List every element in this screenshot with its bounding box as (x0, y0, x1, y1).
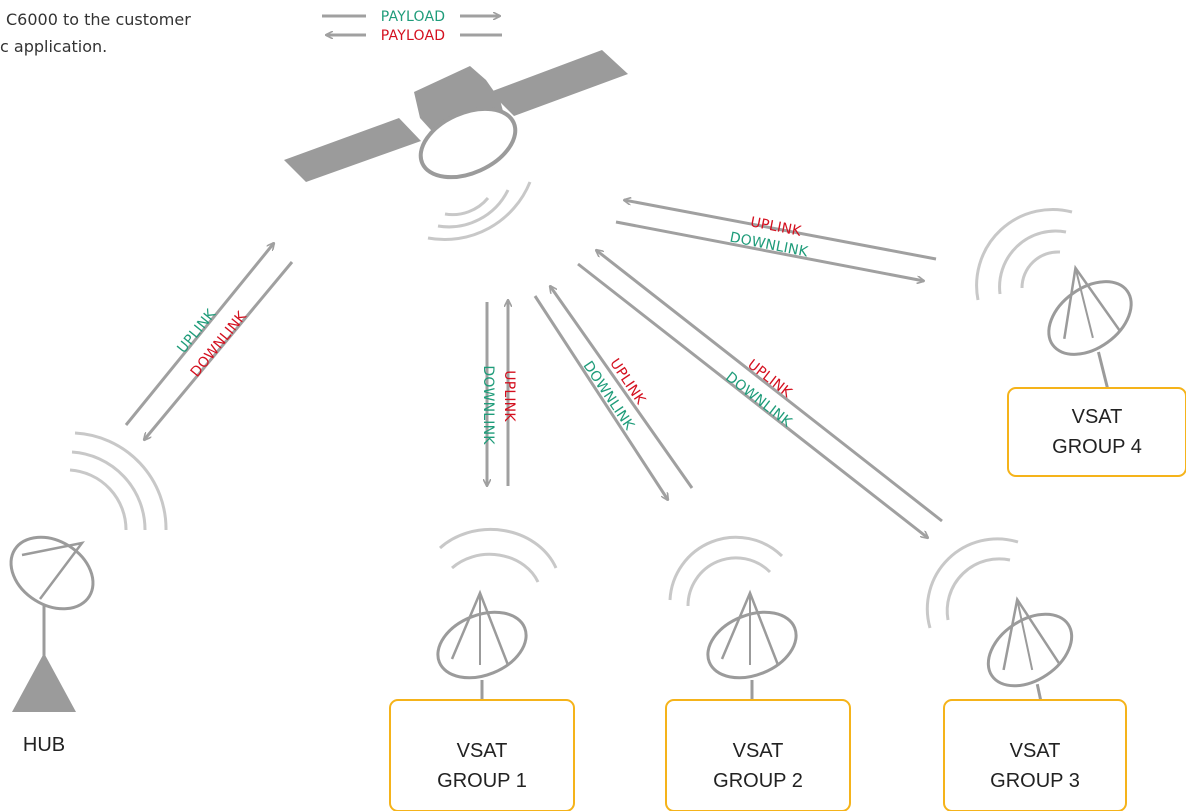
group2-box (665, 699, 851, 811)
hub-dish-icon (9, 535, 95, 673)
group4-box (1007, 387, 1186, 477)
vsat-group-1: VSAT GROUP 1 (389, 527, 575, 811)
group2-line1: VSAT (733, 740, 784, 762)
group1-downlink-label: DOWNLINK (480, 365, 496, 445)
group3-box (943, 699, 1127, 811)
group1-line2: GROUP 1 (437, 770, 527, 792)
group1-line1: VSAT (457, 740, 508, 762)
group1-uplink-label: UPLINK (501, 370, 517, 422)
group3-line1: VSAT (1010, 740, 1061, 762)
intro-line-1: C6000 to the customer (6, 10, 191, 29)
vsat-group-4: VSAT GROUP 4 (975, 207, 1186, 477)
payload-legend: PAYLOAD PAYLOAD (322, 9, 502, 44)
group4-link: UPLINK DOWNLINK (615, 200, 937, 281)
satellite-icon (284, 50, 628, 242)
payload-return-label: PAYLOAD (381, 28, 445, 44)
group1-link: DOWNLINK UPLINK (480, 300, 517, 486)
hub-station: HUB (9, 431, 168, 756)
group3-line2: GROUP 3 (990, 770, 1080, 792)
group4-line1: VSAT (1072, 406, 1123, 428)
intro-text: C6000 to the customer c application. (0, 6, 270, 60)
intro-line-2: c application. (0, 37, 108, 56)
vsat-group-2: VSAT GROUP 2 (665, 535, 851, 811)
group4-line2: GROUP 4 (1052, 436, 1142, 458)
vsat-group-3: VSAT GROUP 3 (925, 537, 1127, 811)
hub-base-icon (12, 653, 76, 712)
payload-forward-label: PAYLOAD (381, 9, 445, 25)
hub-label: HUB (23, 734, 65, 756)
group1-box (389, 699, 575, 811)
hub-link: UPLINK DOWNLINK (124, 243, 294, 440)
group2-line2: GROUP 2 (713, 770, 803, 792)
group2-link: DOWNLINK UPLINK (533, 286, 694, 500)
